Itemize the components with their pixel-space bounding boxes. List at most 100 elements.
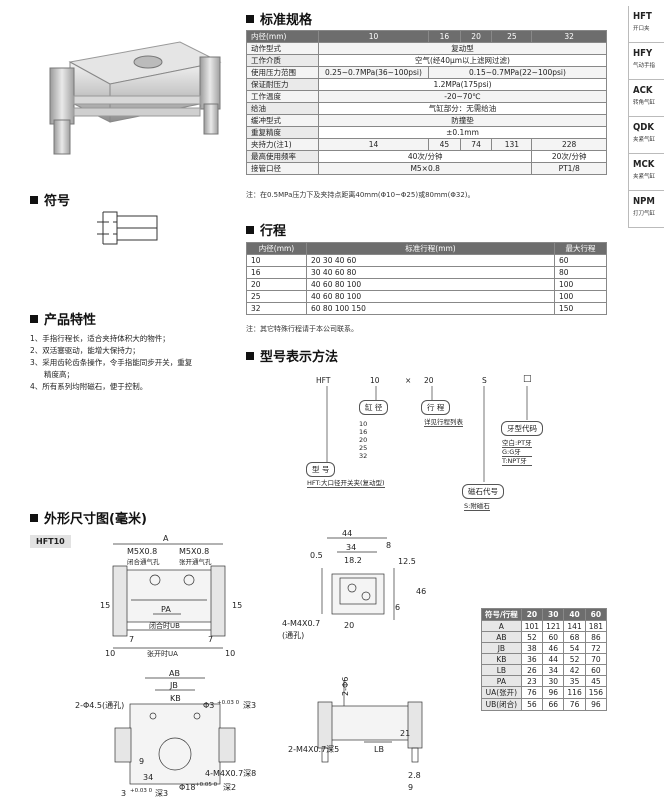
stroke-header-cell: 最大行程	[554, 242, 607, 255]
spec-cell: 空气(经40μm以上滤网过滤)	[318, 54, 607, 67]
spec-row-label: 工作温度	[246, 90, 319, 103]
stroke-cell: 32	[246, 302, 307, 315]
type-label: 型 号	[306, 462, 336, 477]
dim-deep2: 深2	[223, 783, 236, 792]
drawing-side-view: 44 34 18.2 0.5 8 12.5 46 6 20 4-M4X0.7 (…	[282, 529, 426, 640]
dims-header-cell: 60	[584, 608, 608, 621]
spec-header-cell: 20	[459, 30, 493, 43]
dim-pa: PA	[161, 605, 171, 614]
sidebar-item-hfy[interactable]: HFY 气动手指	[629, 43, 664, 80]
dim-jb: JB	[169, 681, 178, 690]
spec-row: 重复精度±0.1mm	[246, 126, 607, 139]
stroke-cell: 25	[246, 290, 307, 303]
stroke-header-cell: 内径(mm)	[246, 242, 307, 255]
spec-row: 动作型式复动型	[246, 42, 607, 55]
spec-header-cell: 16	[428, 30, 461, 43]
spec-row: 工作介质空气(经40μm以上滤网过滤)	[246, 54, 607, 67]
spec-cell: 气缸部分：无需给油	[318, 102, 607, 115]
sidebar-item-desc: 气动手指	[633, 63, 656, 69]
stroke-cell: 60	[554, 254, 607, 267]
sidebar-item-code: HFT	[633, 11, 652, 22]
model-part-times: ×	[405, 376, 412, 385]
spec-cell: ±0.1mm	[318, 126, 607, 139]
dim-phi3-tol: +0.03 0	[217, 700, 240, 706]
dims-cell: 45	[584, 675, 608, 687]
sidebar-item-code: HFY	[633, 48, 653, 59]
stroke-note: 注：其它特殊行程请于本公司联系。	[246, 325, 358, 333]
dims-cell: 56	[520, 698, 544, 711]
dim-m5-close: M5X0.8	[127, 547, 157, 556]
drawing-bottom-view: AB JB KB 2-Φ4.5(通孔) Φ3 +0.03 0 深3 4-M4X0…	[75, 669, 256, 798]
stroke-cell: 100	[554, 290, 607, 303]
dims-cell: JB	[481, 642, 522, 654]
feature-item: 精度高；	[44, 370, 74, 379]
dims-cell: 34	[542, 664, 565, 676]
dim-m5-open: M5X0.8	[179, 547, 209, 556]
stroke-cell: 40 60 80 100	[306, 278, 555, 291]
pneumatic-symbol	[97, 211, 158, 245]
dim-lb: LB	[374, 745, 384, 754]
sidebar-item-desc: 打刀气缸	[633, 211, 656, 217]
dim-thru: (通孔)	[282, 630, 304, 640]
dim-15a: 15	[100, 601, 110, 610]
dims-cell: 76	[563, 698, 586, 711]
dim-21: 21	[400, 729, 410, 738]
spec-row-label: 接管口径	[246, 162, 319, 175]
dim-6: 6	[395, 603, 400, 612]
sidebar-item-code: ACK	[633, 85, 653, 96]
model-tag: HFT10	[30, 535, 71, 548]
dims-cell: 26	[520, 664, 544, 676]
spec-row-label: 保证耐压力	[246, 78, 319, 91]
drawing-front-view: 2-Φ6 2-M4X0.7深5 LB 2.8 9 21	[288, 677, 423, 792]
dim-phi3: Φ3	[203, 701, 214, 710]
dims-cell: 44	[542, 653, 565, 665]
dim-7b: 7	[208, 635, 213, 644]
dims-cell: 116	[563, 686, 586, 699]
spec-cell: 131	[491, 138, 533, 151]
dims-cell: UA(张开)	[481, 686, 522, 699]
spec-row-label: 缓冲型式	[246, 114, 319, 127]
product-photo	[49, 41, 222, 155]
dims-cell: 86	[584, 631, 608, 643]
spec-row: 给油气缸部分：无需给油	[246, 102, 607, 115]
dims-cell: 121	[542, 620, 565, 632]
dims-cell: 72	[584, 642, 608, 654]
spec-cell: -20~70℃	[318, 90, 607, 103]
spec-cell: 45	[428, 138, 461, 151]
dims-cell: 70	[584, 653, 608, 665]
thread-label: 牙型代码	[501, 421, 543, 436]
dim-9b: 9	[408, 783, 413, 792]
dim-m4-deep5: 2-M4X0.7深5	[288, 745, 339, 754]
dims-cell: 42	[563, 664, 586, 676]
model-leader-lines	[326, 386, 528, 482]
spec-row-label: 夹持力(注1)	[246, 138, 319, 151]
sidebar-item-desc: 夹紧气缸	[633, 174, 656, 180]
spec-cell: 防撞垫	[318, 114, 607, 127]
stroke-desc: 详见行程列表	[424, 418, 463, 427]
model-part-thread: □	[523, 374, 532, 384]
dims-cell: 60	[542, 631, 565, 643]
dims-cell: KB	[481, 653, 522, 665]
dims-cell: A	[481, 620, 522, 632]
model-part-magnet: S	[482, 376, 487, 385]
dim-44: 44	[342, 529, 352, 538]
dimensions-title: 外形尺寸图(毫米)	[30, 508, 147, 527]
dims-cell: 96	[584, 698, 608, 711]
feature-item: 3、采用齿轮齿条操作，令手指能同步开关，重复	[30, 358, 193, 367]
drawing-top-view: A M5X0.8 M5X0.8 闭合通气孔 张开通气孔 15 15 PA 闭合时…	[100, 534, 242, 658]
spec-header-cell: 25	[491, 30, 533, 43]
